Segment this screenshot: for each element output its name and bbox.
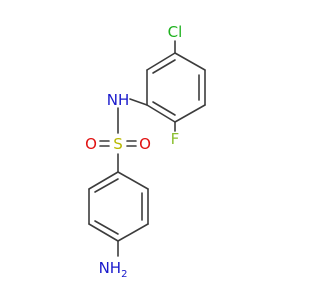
bond [174,104,206,123]
bond [174,52,206,71]
bond [146,52,176,71]
chlorine-label: Cl [168,23,183,41]
bond [117,171,149,190]
sulfur-label: S [113,135,123,153]
bond [94,220,119,235]
bond [152,59,176,74]
amine-subscript: 2 [121,269,127,280]
oxygen-right-label: O [139,135,151,153]
bond [94,178,119,193]
bond [129,98,148,106]
bond [117,223,149,242]
bond [152,101,176,116]
molecule-canvas: Cl NH F S O O NH2 [85,23,206,280]
bond [88,171,119,190]
bond [146,104,176,123]
oxygen-left-label: O [85,135,97,153]
fluorine-label: F [171,130,180,148]
nh-label: NH [107,91,130,109]
amine-label: NH2 [99,259,128,280]
bond [88,223,119,242]
amine-n: NH [99,259,122,277]
structure-diagram: Cl NH F S O O NH2 [85,23,206,280]
